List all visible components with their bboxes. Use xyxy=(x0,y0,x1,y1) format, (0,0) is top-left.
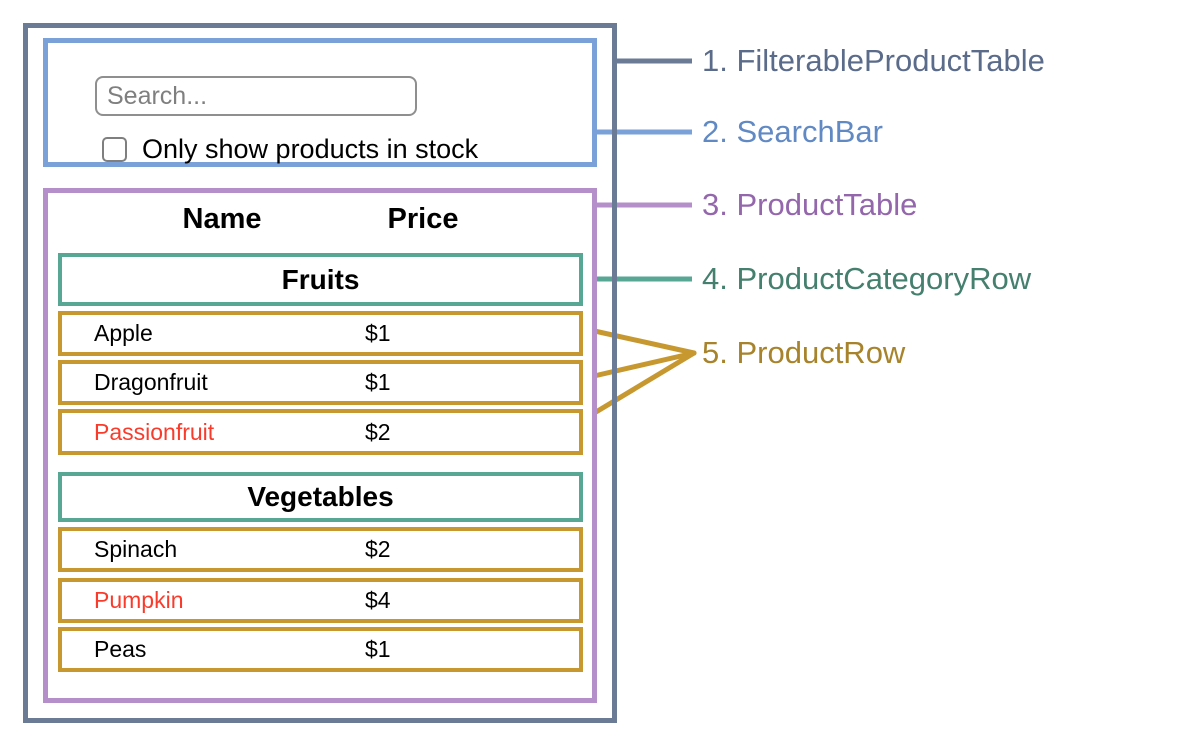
category-label: Vegetables xyxy=(247,481,394,512)
product-price: $1 xyxy=(365,320,391,346)
product-row-pumpkin: Pumpkin $4 xyxy=(58,578,583,623)
product-row-passionfruit: Passionfruit $2 xyxy=(58,409,583,455)
category-label: Fruits xyxy=(281,263,360,295)
search-bar-outline: Only show products in stock xyxy=(43,38,597,167)
product-row-apple: Apple $1 xyxy=(58,311,583,356)
product-name: Spinach xyxy=(94,536,178,562)
column-header-price: Price xyxy=(387,203,459,235)
legend-item-product-category-row: 4. ProductCategoryRow xyxy=(702,261,1032,296)
product-name: Dragonfruit xyxy=(94,369,208,395)
product-row-spinach: Spinach $2 xyxy=(58,527,583,572)
product-price: $1 xyxy=(365,369,391,395)
product-name: Pumpkin xyxy=(94,587,184,613)
in-stock-checkbox-label: Only show products in stock xyxy=(142,134,479,164)
product-row-dragonfruit: Dragonfruit $1 xyxy=(58,360,583,405)
product-price: $1 xyxy=(365,636,391,662)
product-name: Passionfruit xyxy=(94,418,215,445)
legend-item-product-table: 3. ProductTable xyxy=(702,187,918,222)
legend-item-filterable-product-table: 1. FilterableProductTable xyxy=(702,43,1045,78)
filterable-product-table-outline xyxy=(23,23,617,723)
product-price: $2 xyxy=(365,536,391,562)
product-price: $4 xyxy=(365,587,391,613)
in-stock-checkbox[interactable] xyxy=(102,137,127,162)
category-row-vegetables: Vegetables xyxy=(58,472,583,522)
in-stock-filter: Only show products in stock xyxy=(102,134,478,165)
column-header-name: Name xyxy=(182,203,262,235)
product-name: Peas xyxy=(94,636,147,662)
category-row-fruits: Fruits xyxy=(58,253,583,306)
search-input[interactable] xyxy=(95,76,417,116)
legend-item-search-bar: 2. SearchBar xyxy=(702,114,883,149)
product-price: $2 xyxy=(365,418,391,445)
product-name: Apple xyxy=(94,320,153,346)
legend-item-product-row: 5. ProductRow xyxy=(702,335,906,370)
product-row-peas: Peas $1 xyxy=(58,627,583,672)
